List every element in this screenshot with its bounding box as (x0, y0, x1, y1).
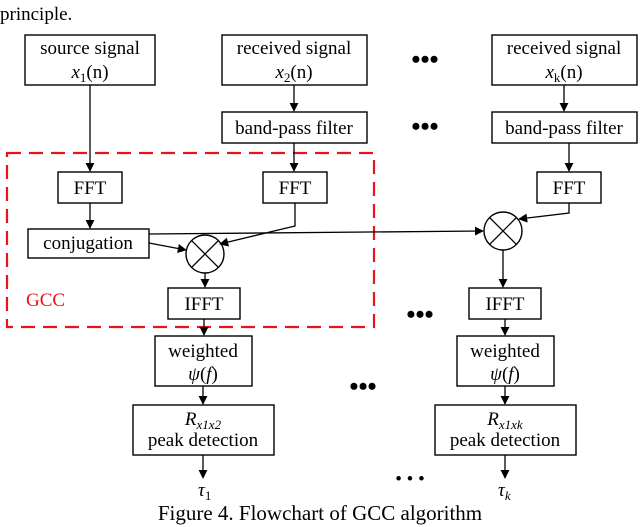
fft-box-1: FFT (262, 171, 328, 204)
arrow-fft1-to-multiplier (219, 203, 296, 247)
weighted-label-k: weighted (470, 341, 540, 362)
bandpass-filter-box-k: band-pass filter (491, 111, 638, 144)
peak-detection-label-1: peak detection (148, 430, 259, 451)
weighted-label-1: weighted (168, 341, 238, 362)
circle-cross-icon (185, 234, 225, 274)
ellipsis-tau: • • • (395, 469, 424, 490)
ellipsis-bandpass: ••• (411, 112, 438, 141)
weighted-box-1: weighted ψ(f) (154, 335, 253, 387)
bandpass-filter-label-1: band-pass filter (235, 118, 353, 139)
bandpass-filter-label-k: band-pass filter (505, 118, 623, 139)
cross-correlation-symbol-1: Rx1x2 (184, 409, 222, 432)
ifft-label-1: IFFT (184, 294, 223, 315)
fft-box-source: FFT (57, 171, 123, 204)
ellipsis-ifft: ••• (406, 300, 433, 329)
received-signal-symbol-k: xk(n) (544, 62, 582, 85)
source-signal-symbol: x1(n) (70, 62, 108, 85)
ellipsis-top: ••• (411, 45, 438, 74)
peak-detection-box-1: Rx1x2 peak detection (132, 404, 275, 456)
figure-caption: Figure 4. Flowchart of GCC algorithm (158, 501, 482, 525)
conjugation-box: conjugation (27, 228, 150, 259)
circle-cross-icon (483, 211, 523, 251)
source-signal-box: source signal x1(n) (24, 34, 156, 86)
gcc-label: GCC (26, 290, 65, 311)
arrow-fftk-to-multiplier-k (518, 203, 570, 223)
weighted-box-k: weighted ψ(f) (456, 335, 555, 387)
ifft-label-k: IFFT (485, 294, 524, 315)
arrow-conjugation-to-multiplier-k (148, 226, 484, 236)
ifft-box-k: IFFT (468, 287, 542, 320)
conjugation-label: conjugation (43, 233, 133, 254)
weighted-psi-1: ψ(f) (188, 364, 218, 385)
received-signal-label-k: received signal (507, 38, 621, 59)
source-signal-label: source signal (40, 38, 140, 59)
peak-detection-label-k: peak detection (450, 430, 561, 451)
ifft-box-1: IFFT (167, 287, 241, 320)
ellipsis-weighted: ••• (349, 372, 376, 401)
fft-label-1: FFT (279, 178, 312, 199)
fft-label-source: FFT (74, 178, 107, 199)
received-signal-label-1: received signal (237, 38, 351, 59)
bandpass-filter-box-1: band-pass filter (221, 111, 368, 144)
intro-text: principle. (0, 4, 72, 25)
received-signal-box-1: received signal x2(n) (221, 34, 368, 86)
fft-box-k: FFT (536, 171, 602, 204)
tau-output-1: τ1 (198, 480, 211, 503)
received-signal-symbol-1: x2(n) (274, 62, 312, 85)
flow-connectors (85, 85, 574, 479)
gcc-region (5, 151, 376, 329)
weighted-psi-k: ψ(f) (490, 364, 520, 385)
received-signal-box-k: received signal xk(n) (491, 34, 638, 86)
fft-label-k: FFT (553, 178, 586, 199)
tau-output-k: τk (498, 480, 511, 503)
arrow-conjugation-to-multiplier (148, 242, 187, 253)
cross-correlation-symbol-k: Rx1xk (486, 409, 523, 432)
peak-detection-box-k: Rx1xk peak detection (434, 404, 577, 456)
